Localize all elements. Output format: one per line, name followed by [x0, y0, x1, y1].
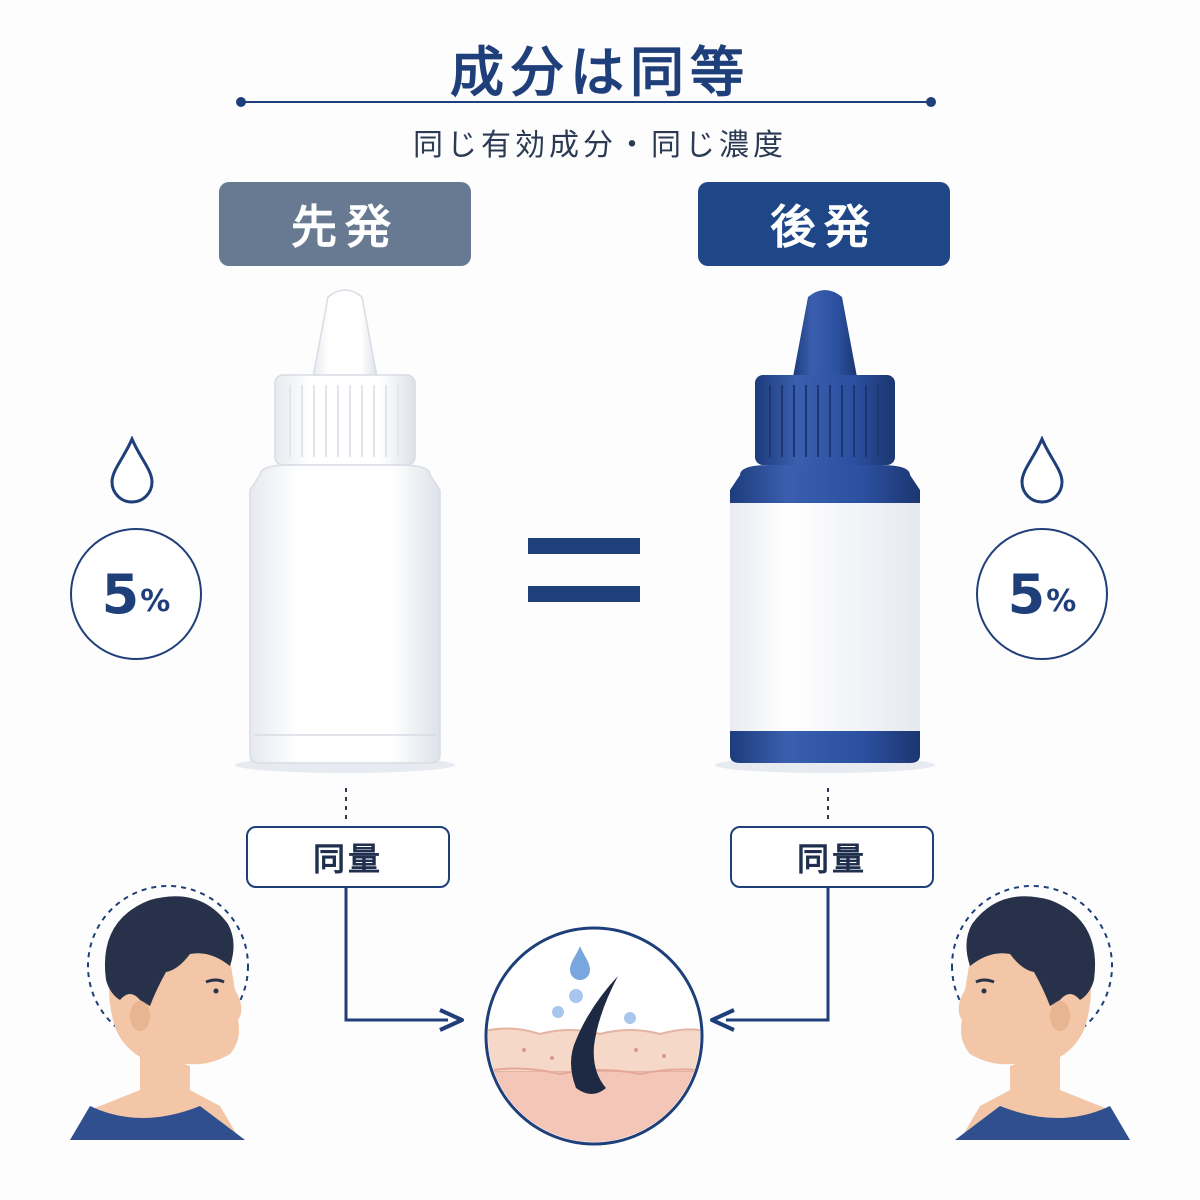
concentration-value-left: 5 — [101, 562, 140, 626]
original-badge: 先発 — [219, 182, 471, 266]
drop-icon — [1020, 436, 1064, 504]
concentration-value-right: 5 — [1007, 562, 1046, 626]
equals-icon — [528, 538, 640, 602]
head-profile-icon — [951, 885, 1130, 1140]
hair-follicle-icon — [484, 926, 704, 1146]
white-bottle-icon — [235, 289, 455, 773]
concentration-unit-left: % — [140, 583, 171, 619]
amount-label-left: 同量 — [246, 826, 450, 888]
head-profile-icon — [70, 885, 249, 1140]
concentration-circle-left: 5 % — [70, 528, 202, 660]
amount-label-right: 同量 — [730, 826, 934, 888]
blue-bottle-icon — [715, 290, 935, 773]
title-divider — [236, 97, 936, 107]
generic-badge: 後発 — [698, 182, 950, 266]
page-subtitle: 同じ有効成分・同じ濃度 — [413, 128, 787, 163]
concentration-unit-right: % — [1046, 583, 1077, 619]
page-title: 成分は同等 — [450, 41, 750, 104]
drop-icon — [110, 436, 154, 504]
concentration-circle-right: 5 % — [976, 528, 1108, 660]
